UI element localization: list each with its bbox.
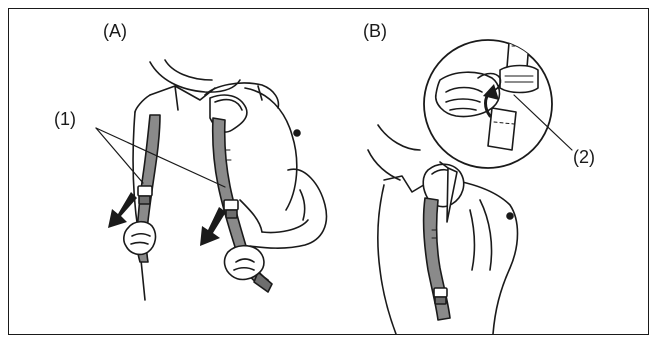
panel-a-label: (A) — [103, 22, 127, 40]
callout-1-label: (1) — [54, 110, 76, 128]
callout-2-label: (2) — [573, 148, 595, 166]
pull-down-arrow-left — [108, 192, 137, 228]
pull-down-arrow-right — [200, 207, 226, 246]
panel-a-figure — [96, 60, 326, 300]
panel-b-figure — [368, 30, 572, 334]
panel-b-label: (B) — [363, 22, 387, 40]
